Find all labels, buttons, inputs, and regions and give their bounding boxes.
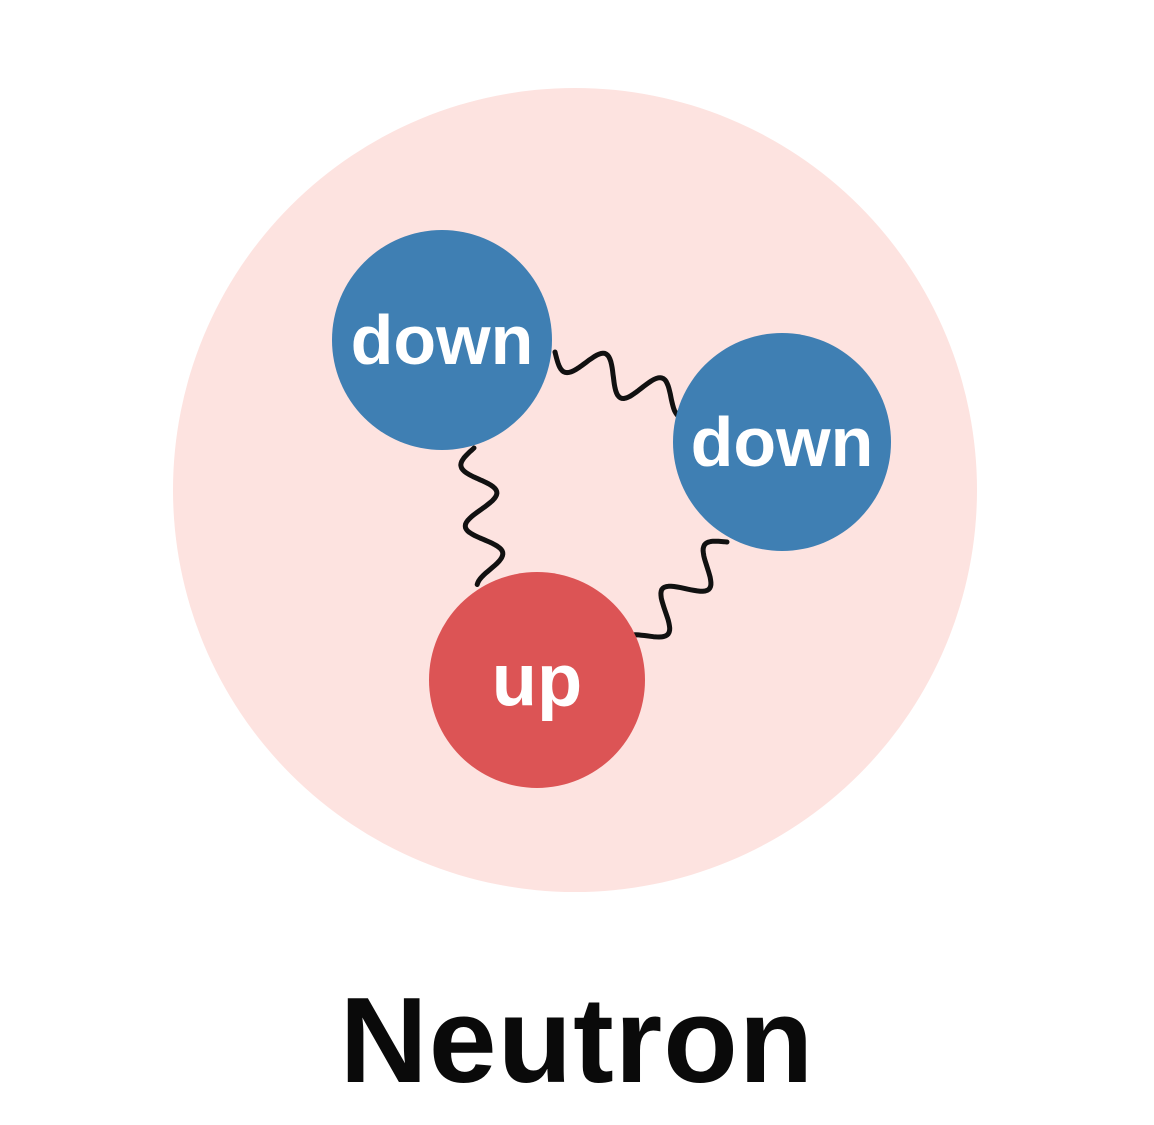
quark-circle-down-2 bbox=[673, 333, 891, 551]
quark-down-2: down bbox=[673, 333, 891, 551]
gluon-line-down-1-down-2 bbox=[552, 349, 681, 419]
title-neutron: Neutron bbox=[339, 972, 815, 1108]
quark-up-1: up bbox=[429, 572, 645, 788]
quark-circle-down-1 bbox=[332, 230, 552, 450]
quark-label-up-1: up bbox=[492, 639, 582, 722]
gluon-line-down-2-up-1 bbox=[624, 538, 730, 640]
quark-label-down-2: down bbox=[691, 403, 874, 481]
quark-label-down-1: down bbox=[351, 301, 534, 379]
gluon-line-down-1-up-1 bbox=[458, 445, 506, 587]
quark-down-1: down bbox=[332, 230, 552, 450]
gluon-group bbox=[458, 349, 730, 640]
quark-circle-up-1 bbox=[429, 572, 645, 788]
